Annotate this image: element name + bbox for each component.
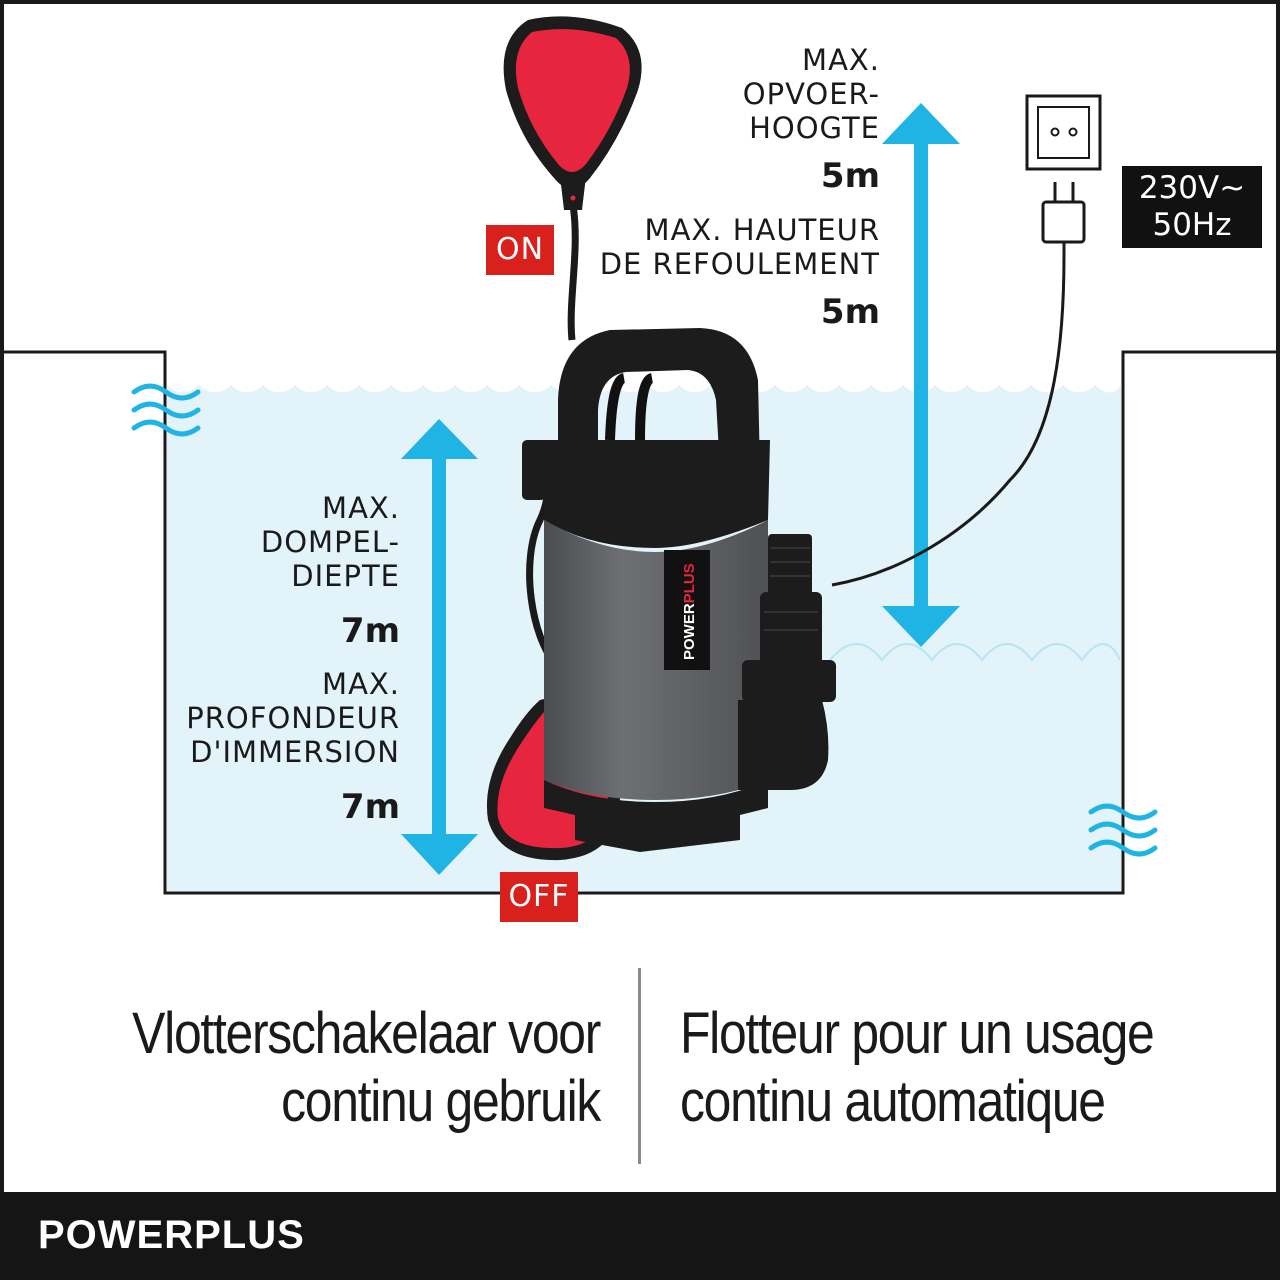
- footer-bar: [0, 1192, 1280, 1280]
- double-arrow-icon: [882, 103, 960, 647]
- max-head-value-fr: 5m: [820, 292, 880, 332]
- float-switch-on: [503, 16, 642, 341]
- max-head-value-nl: 5m: [820, 156, 880, 196]
- max-depth-line2: DOMPEL-: [260, 524, 400, 559]
- water-line: [829, 643, 1121, 662]
- max-depth-line1: MAX.: [322, 491, 400, 525]
- max-depth-line3: DIEPTE: [291, 558, 400, 593]
- max-depth-fr-line1: MAX.: [322, 667, 400, 701]
- wave-icon: [131, 383, 201, 437]
- max-head-fr-line1: MAX. HAUTEUR: [644, 213, 880, 247]
- max-head-label-fr: MAX. HAUTEUR DE REFOULEMENT: [599, 213, 880, 282]
- max-head-line1: MAX.: [802, 43, 880, 77]
- pump: POWERPLUS: [522, 328, 836, 852]
- voltage-line1: 230V~: [1138, 170, 1246, 206]
- caption-fr-line2: continu automatique: [680, 1069, 1106, 1134]
- caption-fr-line1: Flotteur pour un usage: [680, 1001, 1155, 1066]
- wave-icon: [1088, 803, 1158, 857]
- max-depth-label-nl: MAX. DOMPEL- DIEPTE: [260, 491, 400, 594]
- max-head-line3: HOOGTE: [749, 110, 880, 145]
- footer-brand-logo: POWERPLUS: [38, 1213, 305, 1257]
- max-depth-fr-line3: D'IMMERSION: [190, 734, 400, 769]
- caption-nl: Vlotterschakelaar voor continu gebruik: [132, 1000, 601, 1136]
- svg-text:POWERPLUS: POWERPLUS: [681, 563, 698, 660]
- voltage-line2: 50Hz: [1152, 207, 1232, 243]
- socket-icon: [1025, 94, 1102, 171]
- max-depth-value-fr: 7m: [340, 787, 400, 827]
- off-tag: OFF: [500, 872, 578, 922]
- max-head-fr-line2: DE REFOULEMENT: [599, 246, 880, 281]
- voltage-badge: 230V~ 50Hz: [1122, 166, 1262, 248]
- caption-nl-line1: Vlotterschakelaar voor: [132, 1001, 601, 1066]
- caption-fr: Flotteur pour un usage continu automatiq…: [680, 1000, 1155, 1136]
- caption-nl-line2: continu gebruik: [281, 1069, 601, 1134]
- image-frame: [0, 0, 1280, 1192]
- caption-divider: [638, 968, 641, 1164]
- double-arrow-icon: [401, 419, 478, 875]
- pump-brand-label: POWERPLUS: [681, 563, 698, 660]
- max-depth-value-nl: 7m: [340, 611, 400, 651]
- plug-icon: [831, 182, 1086, 587]
- max-head-line2: OPVOER-: [742, 76, 880, 111]
- max-head-label-nl: MAX. OPVOER- HOOGTE: [742, 43, 880, 146]
- max-depth-fr-line2: PROFONDEUR: [186, 700, 400, 735]
- max-depth-label-fr: MAX. PROFONDEUR D'IMMERSION: [186, 667, 400, 770]
- on-tag: ON: [486, 225, 554, 275]
